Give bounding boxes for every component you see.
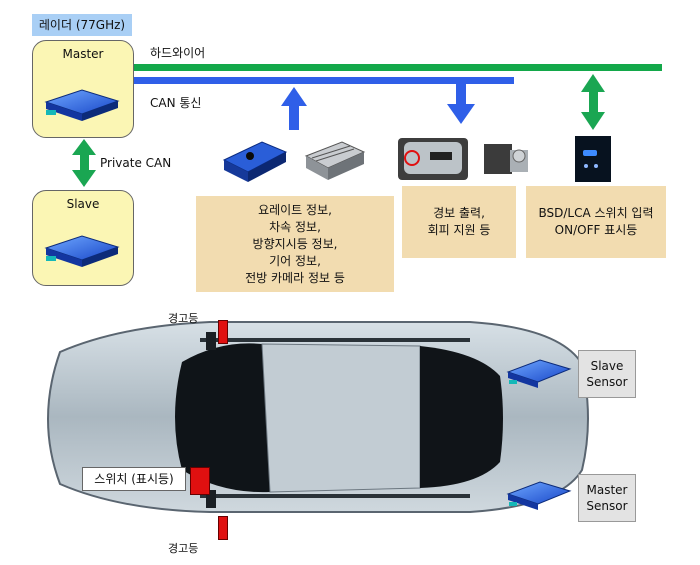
yaw-sensor-icon — [222, 141, 288, 182]
warning-lamp-bottom — [218, 516, 228, 540]
esc-module-icon — [484, 144, 528, 174]
can-line — [132, 77, 514, 84]
unit-module-icons — [44, 89, 120, 267]
switch-indicator-lamp — [190, 467, 210, 495]
switch-input-box: BSD/LCA 스위치 입력 ON/OFF 표시등 — [526, 186, 666, 258]
vehicle-info-line: 차속 정보, — [269, 219, 321, 234]
can-output-arrow — [447, 84, 475, 124]
warning-lamp-top — [218, 320, 228, 344]
hardwire-label: 하드와이어 — [150, 46, 206, 60]
slave-sensor-on-car — [506, 359, 572, 388]
master-sensor-box: Master Sensor — [578, 474, 636, 522]
master-module-icon — [44, 89, 120, 121]
vehicle-info-line: 전방 카메라 정보 등 — [245, 270, 345, 285]
warning-lamp-label-top: 경고등 — [168, 312, 199, 325]
master-unit-label: Master — [62, 47, 104, 61]
hardwire-arrow — [581, 74, 605, 130]
vehicle-info-line: 기어 정보, — [269, 253, 321, 268]
warning-lamp-label-bottom: 경고등 — [168, 542, 199, 555]
vehicle-info-line: 방향지시등 정보, — [252, 236, 338, 251]
private-can-arrow — [72, 139, 96, 187]
slave-unit-label: Slave — [66, 197, 100, 211]
master-sensor-on-car — [506, 481, 572, 510]
can-input-arrow — [281, 87, 307, 130]
switch-input-line: ON/OFF 표시등 — [554, 223, 638, 237]
slave-sensor-line: Slave — [590, 359, 624, 373]
ecu-icon — [304, 141, 366, 180]
slave-sensor-line: Sensor — [586, 375, 628, 389]
vehicle-info-line: 요레이트 정보, — [258, 202, 332, 217]
switch-indicator-label: 스위치 (표시등) — [82, 467, 186, 491]
master-unit: Master — [32, 40, 134, 138]
warning-line: 경보 출력, — [433, 206, 485, 220]
master-sensor-line: Sensor — [586, 499, 628, 513]
switch-input-line: BSD/LCA 스위치 입력 — [538, 206, 654, 220]
can-label: CAN 통신 — [150, 96, 202, 110]
master-sensor-line: Master — [586, 483, 628, 497]
side-mirror-icon — [398, 138, 468, 180]
slave-module-icon — [44, 235, 120, 267]
switch-icon — [575, 136, 611, 182]
radar-badge: 레이더 (77GHz) — [32, 14, 132, 36]
warning-line: 회피 지원 등 — [427, 223, 491, 237]
slave-sensor-box: Slave Sensor — [578, 350, 636, 398]
car-top-view — [47, 321, 589, 513]
private-can-label: Private CAN — [100, 156, 172, 170]
hardwire-line — [132, 64, 662, 71]
vehicle-info-box: 요레이트 정보, 차속 정보, 방향지시등 정보, 기어 정보, 전방 카메라 … — [196, 196, 394, 292]
warning-box: 경보 출력, 회피 지원 등 — [402, 186, 516, 258]
